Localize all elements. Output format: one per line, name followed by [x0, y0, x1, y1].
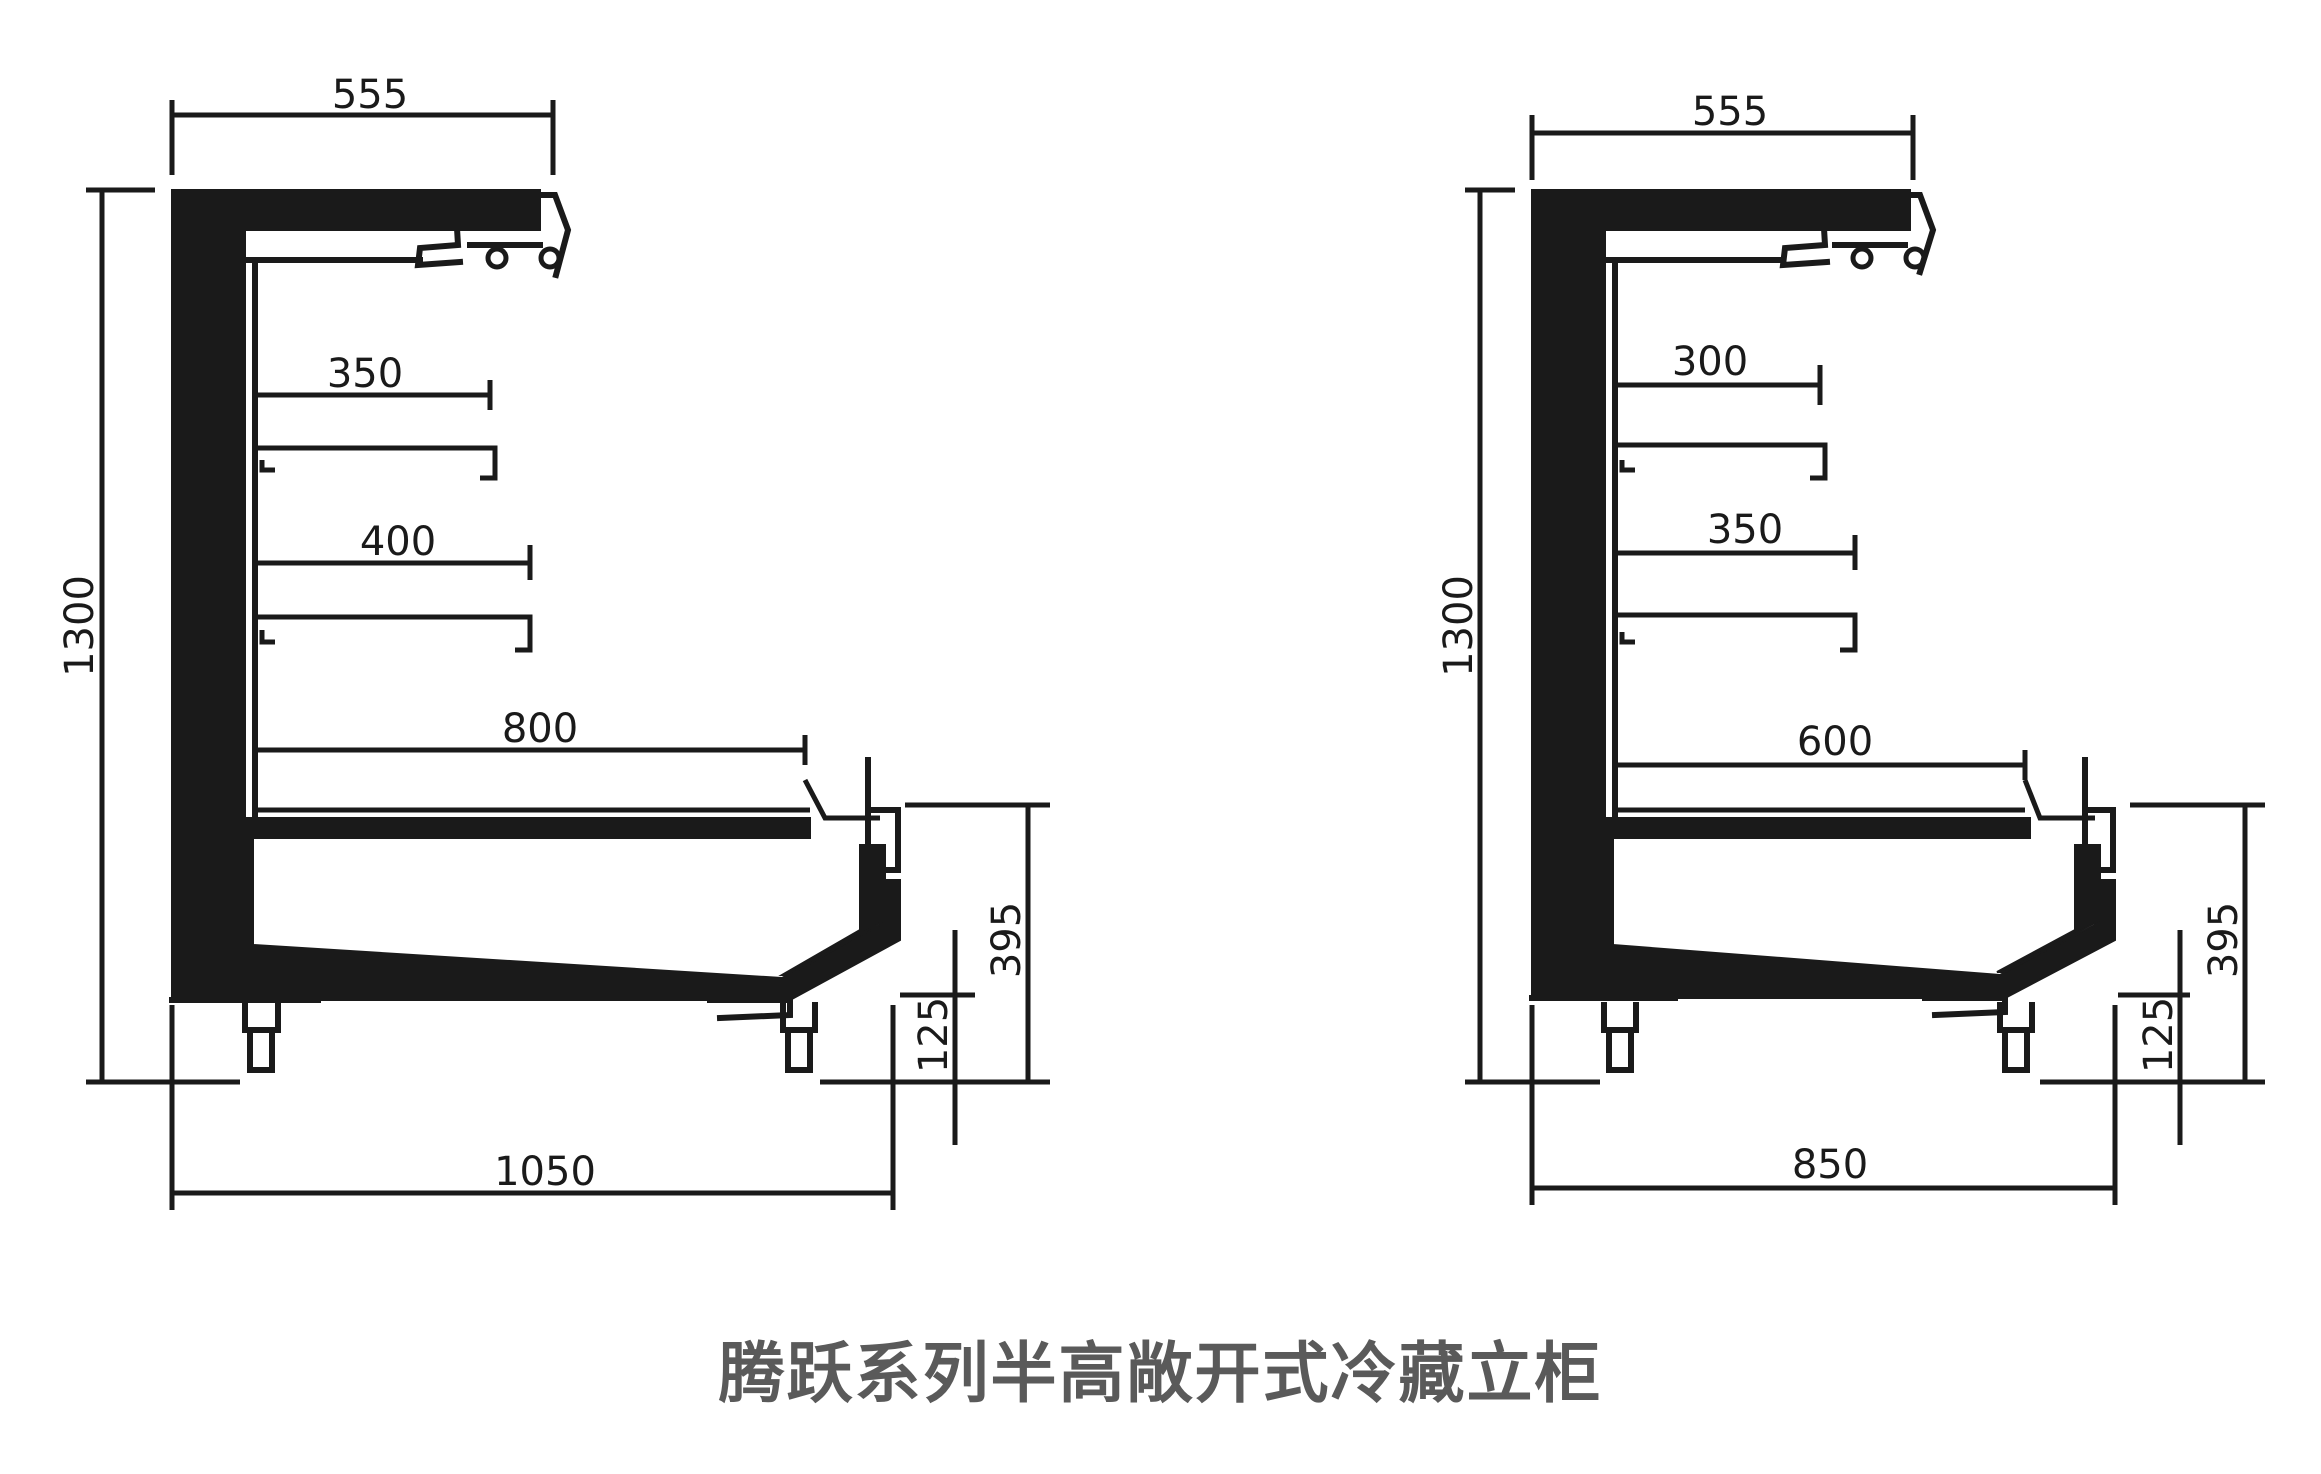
left-foot-rear — [242, 1002, 281, 1073]
left-dim-shelf1-line — [258, 380, 493, 410]
right-dim-shelf1: 300 — [1672, 339, 1748, 385]
right-dim-shelf3: 600 — [1797, 719, 1873, 765]
left-shelf-2 — [255, 614, 533, 653]
left-base-rail — [169, 997, 793, 1022]
right-canopy-bolt-b — [1903, 246, 1927, 270]
right-shelf-3-base — [1615, 779, 2095, 821]
left-canopy-bolt-a — [485, 246, 509, 270]
left-dim-foot-height: 125 — [911, 997, 957, 1073]
left-canopy — [414, 191, 572, 279]
left-dim-front-height-line — [820, 802, 1050, 1085]
right-dim-top-width-line — [1529, 115, 1916, 180]
left-cabinet-view — [169, 189, 901, 1073]
right-dim-front-height: 395 — [2201, 902, 2247, 978]
right-front-lower — [1996, 844, 2101, 973]
right-cabinet-inner-liner — [1597, 257, 1783, 828]
right-dim-top-width: 555 — [1692, 89, 1768, 135]
right-dim-height: 1300 — [1436, 575, 1482, 677]
right-dim-shelf3-line — [1618, 750, 2028, 780]
left-dim-shelf3-line — [258, 735, 808, 765]
right-dim-foot-height-line — [2118, 930, 2190, 1145]
right-foot-rear — [1601, 1002, 1639, 1073]
left-dim-height: 1300 — [57, 575, 103, 677]
left-dim-total-width-line — [169, 1005, 896, 1210]
left-cabinet-outer-body — [171, 189, 901, 1001]
right-dim-front-height-line — [2040, 802, 2265, 1085]
left-front-post — [865, 757, 901, 873]
left-canopy-bolt-b — [538, 246, 562, 270]
left-dim-shelf3: 800 — [502, 706, 578, 752]
left-foot-front — [780, 1002, 818, 1073]
left-dim-top-width: 555 — [332, 72, 408, 118]
left-dim-shelf1: 350 — [327, 351, 403, 397]
left-shelf-3-base — [255, 778, 880, 821]
left-dim-top-width-line — [169, 100, 556, 175]
left-dim-height-line — [86, 187, 240, 1085]
left-dim-shelf2-line — [258, 545, 533, 580]
right-canopy-bolt-a — [1850, 246, 1874, 270]
right-dimensions: 555 1300 300 350 600 850 395 125 — [1436, 89, 2265, 1205]
right-foot-front — [1997, 1002, 2035, 1073]
right-cabinet-view — [1529, 189, 2116, 1073]
right-shelf-2 — [1615, 612, 1858, 653]
right-dim-shelf2-line — [1618, 535, 1858, 570]
left-dim-front-height: 395 — [984, 902, 1030, 978]
left-shelf-1 — [255, 445, 498, 481]
right-dim-total-width: 850 — [1792, 1142, 1868, 1188]
right-dim-total-width-line — [1529, 1005, 2118, 1205]
left-dim-shelf2: 400 — [360, 519, 436, 565]
left-cabinet-inner-liner — [237, 257, 423, 828]
left-dim-total-width: 1050 — [494, 1149, 596, 1195]
right-cabinet-outer-body — [1531, 189, 2116, 999]
left-dim-foot-height-line — [900, 930, 975, 1145]
left-front-lower — [778, 844, 886, 976]
right-dim-shelf2: 350 — [1707, 507, 1783, 553]
right-shelf-1 — [1615, 442, 1828, 481]
right-dim-foot-height: 125 — [2136, 997, 2182, 1073]
right-front-post — [2082, 757, 2116, 873]
figure-caption: 腾跃系列半高敞开式冷藏立柜 — [718, 1335, 1603, 1412]
right-dim-shelf1-line — [1618, 365, 1823, 405]
cabinet-drawings: 555 1300 350 400 800 1050 395 125 555 — [57, 72, 2265, 1210]
right-canopy — [1779, 191, 1937, 276]
right-base-rail — [1529, 995, 2008, 1019]
left-dimensions: 555 1300 350 400 800 1050 395 125 — [57, 72, 1050, 1210]
